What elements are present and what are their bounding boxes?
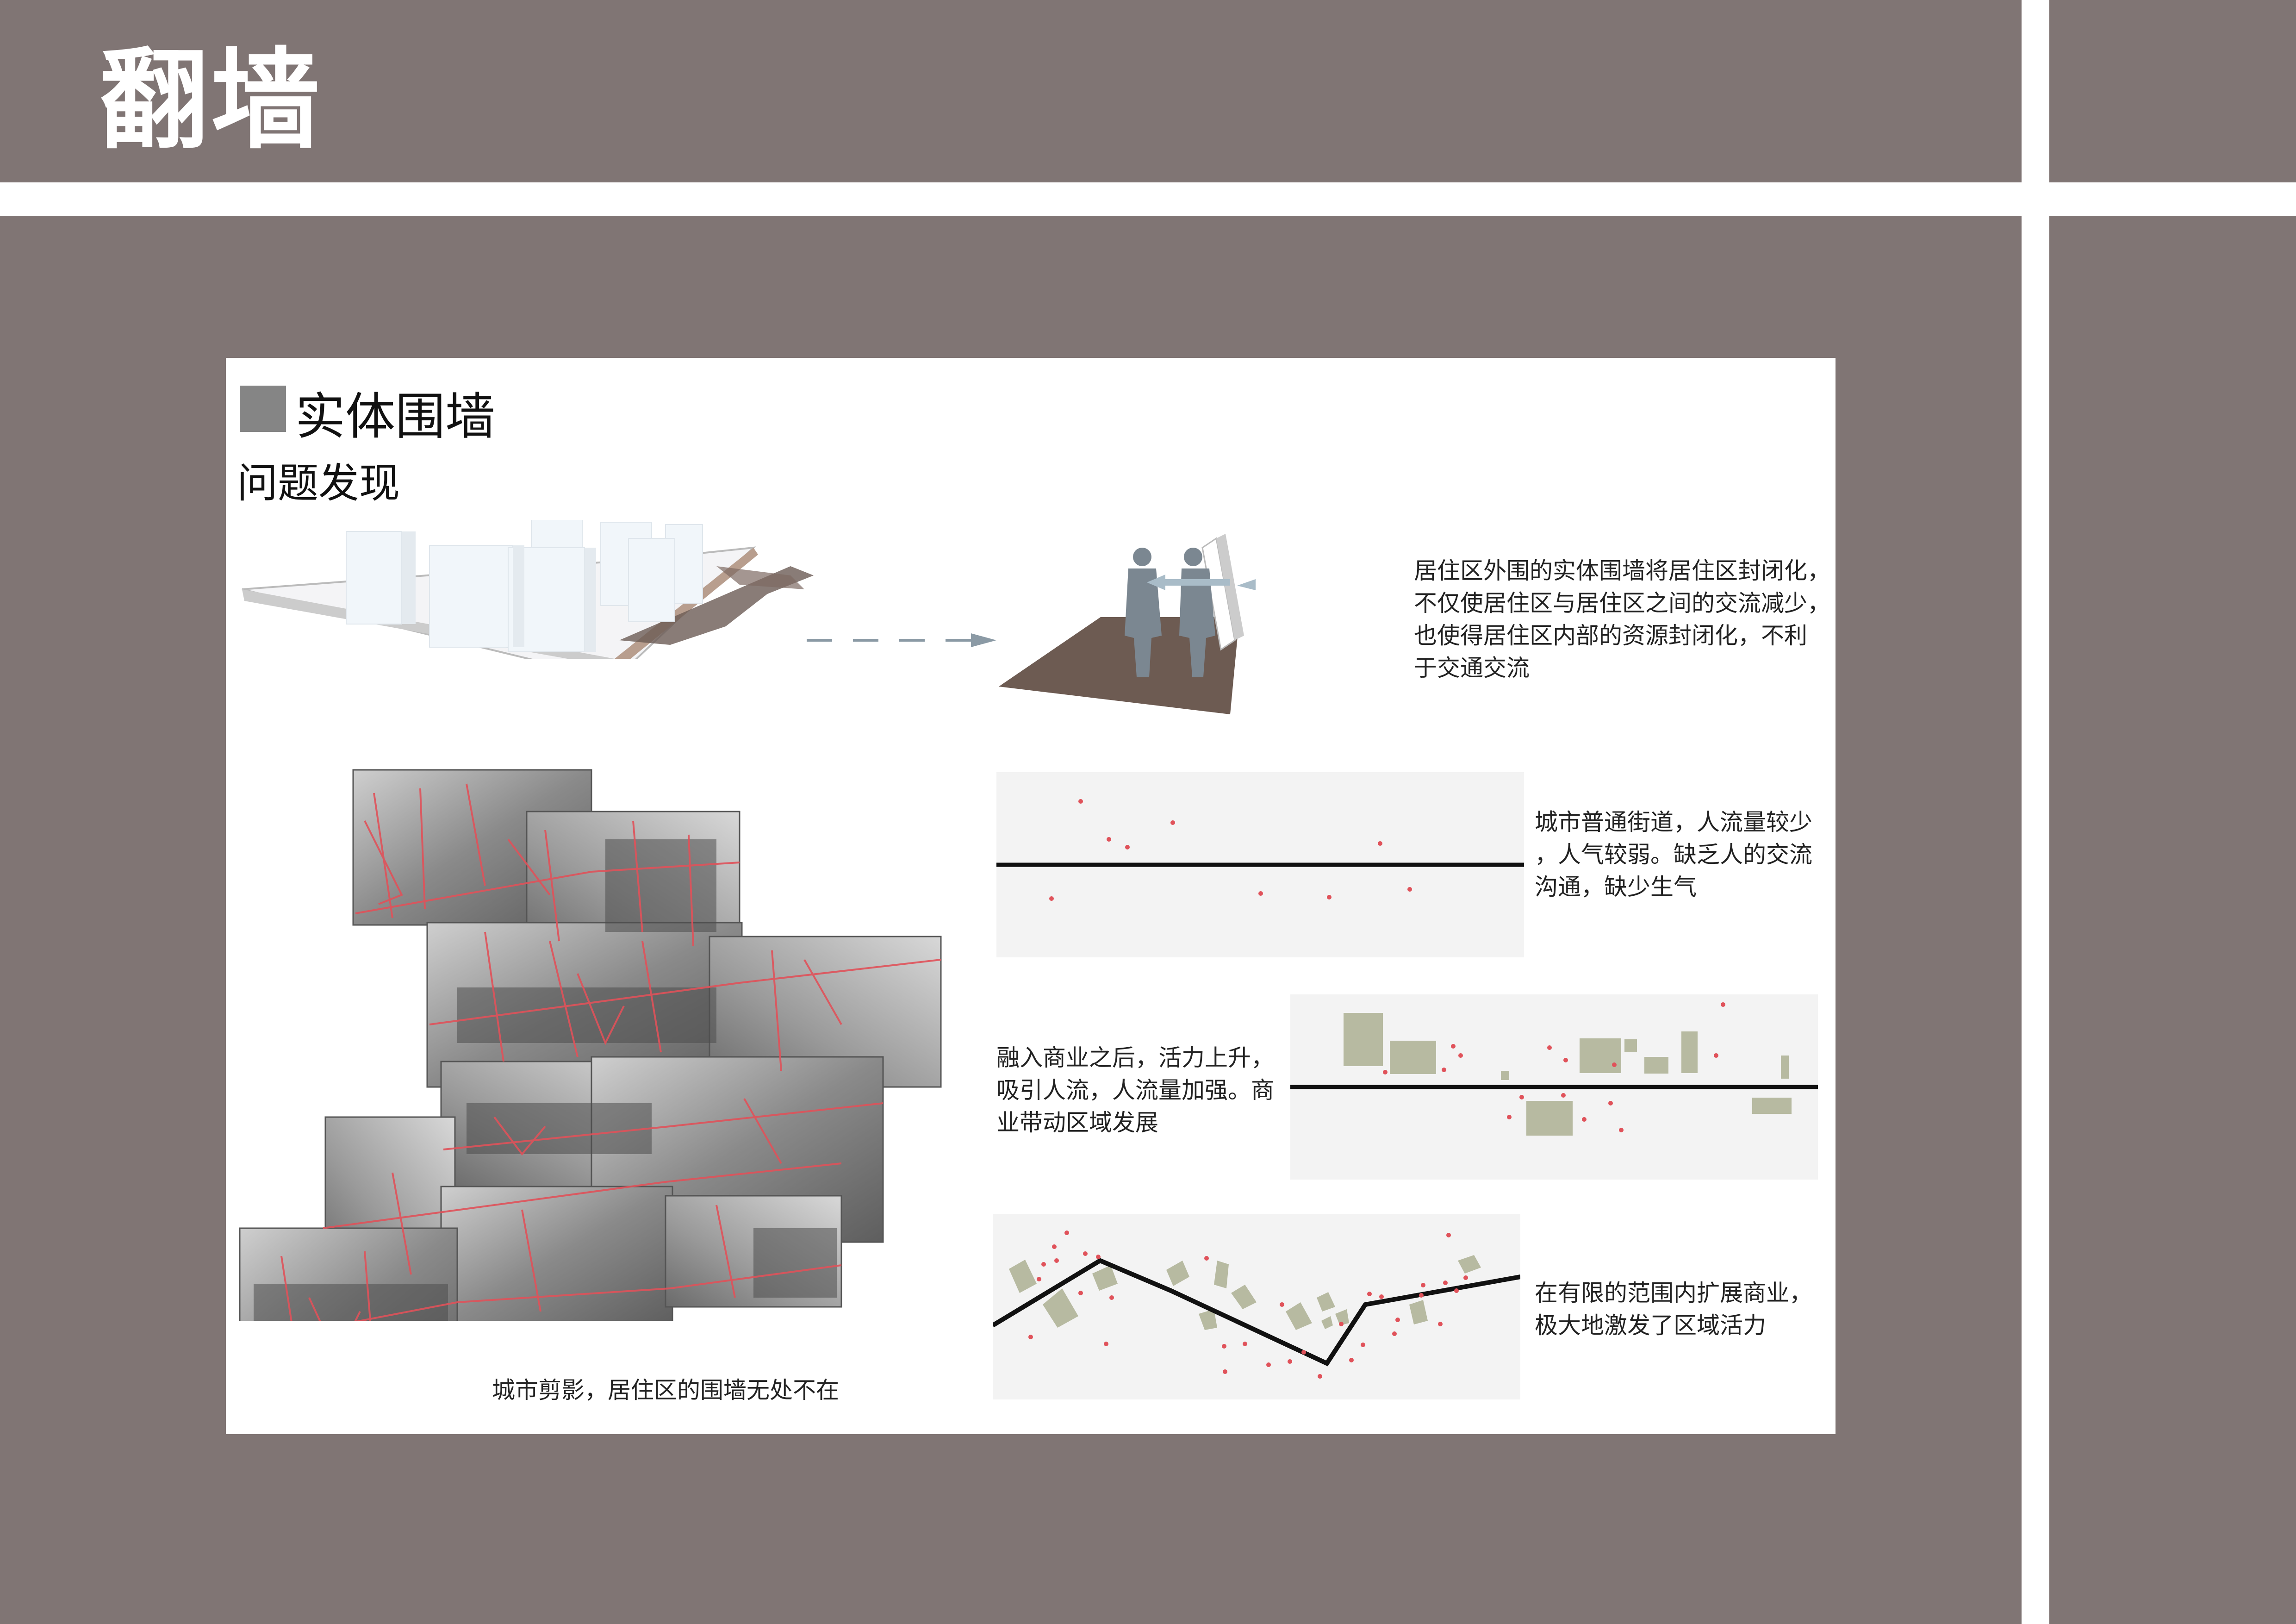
expansion-description-line: 在有限的范围内扩展商业， bbox=[1535, 1280, 1812, 1306]
commerce-description-line: 融入商业之后，活力上升， bbox=[996, 1044, 1274, 1071]
street-description-line: 城市普通街道，人流量较少 bbox=[1535, 809, 1812, 836]
photo-collage-caption: 城市剪影，居住区的围墙无处不在 bbox=[492, 1377, 839, 1404]
wall-description: 居住区外围的实体围墙将居住区封闭化， 不仅使居住区与居住区之间的交流减少， 也使… bbox=[1414, 555, 1830, 684]
ordinary-street-diagram bbox=[996, 772, 1524, 957]
wall-description-line: 也使得居住区内部的资源封闭化，不利 bbox=[1414, 622, 1807, 649]
section-heading: 实体围墙 bbox=[295, 388, 496, 446]
photo-collage bbox=[239, 769, 942, 1321]
expanded-commerce-diagram bbox=[993, 1214, 1520, 1399]
commerce-street-diagram bbox=[1290, 994, 1818, 1180]
wall-and-people-illustration bbox=[999, 534, 1256, 714]
street-description-line: ，人气较弱。缺乏人的交流 bbox=[1535, 841, 1812, 868]
wall-description-line: 不仅使居住区与居住区之间的交流减少， bbox=[1414, 590, 1830, 617]
street-description-line: 沟通，缺少生气 bbox=[1535, 874, 1697, 900]
residential-block-illustration bbox=[242, 520, 814, 659]
header-divider-band bbox=[0, 182, 2296, 216]
page-title: 翻墙 bbox=[100, 37, 323, 164]
right-margin-band bbox=[2022, 0, 2049, 1624]
wall-description-line: 于交通交流 bbox=[1414, 655, 1530, 681]
wall-description-line: 居住区外围的实体围墙将居住区封闭化， bbox=[1414, 557, 1830, 584]
street-description: 城市普通街道，人流量较少 ，人气较弱。缺乏人的交流 沟通，缺少生气 bbox=[1535, 806, 1812, 903]
content-panel: 实体围墙 问题发现 bbox=[226, 358, 1836, 1434]
flow-arrow bbox=[807, 633, 996, 647]
commerce-description: 融入商业之后，活力上升， 吸引人流，人流量加强。商 业带动区域发展 bbox=[996, 1042, 1274, 1139]
expansion-description: 在有限的范围内扩展商业， 极大地激发了区域活力 bbox=[1535, 1277, 1812, 1342]
section-subheading: 问题发现 bbox=[237, 459, 400, 507]
commerce-description-line: 吸引人流，人流量加强。商 bbox=[996, 1077, 1274, 1104]
commerce-description-line: 业带动区域发展 bbox=[996, 1109, 1158, 1136]
section-marker-square bbox=[240, 386, 286, 432]
expansion-description-line: 极大地激发了区域活力 bbox=[1535, 1312, 1766, 1339]
